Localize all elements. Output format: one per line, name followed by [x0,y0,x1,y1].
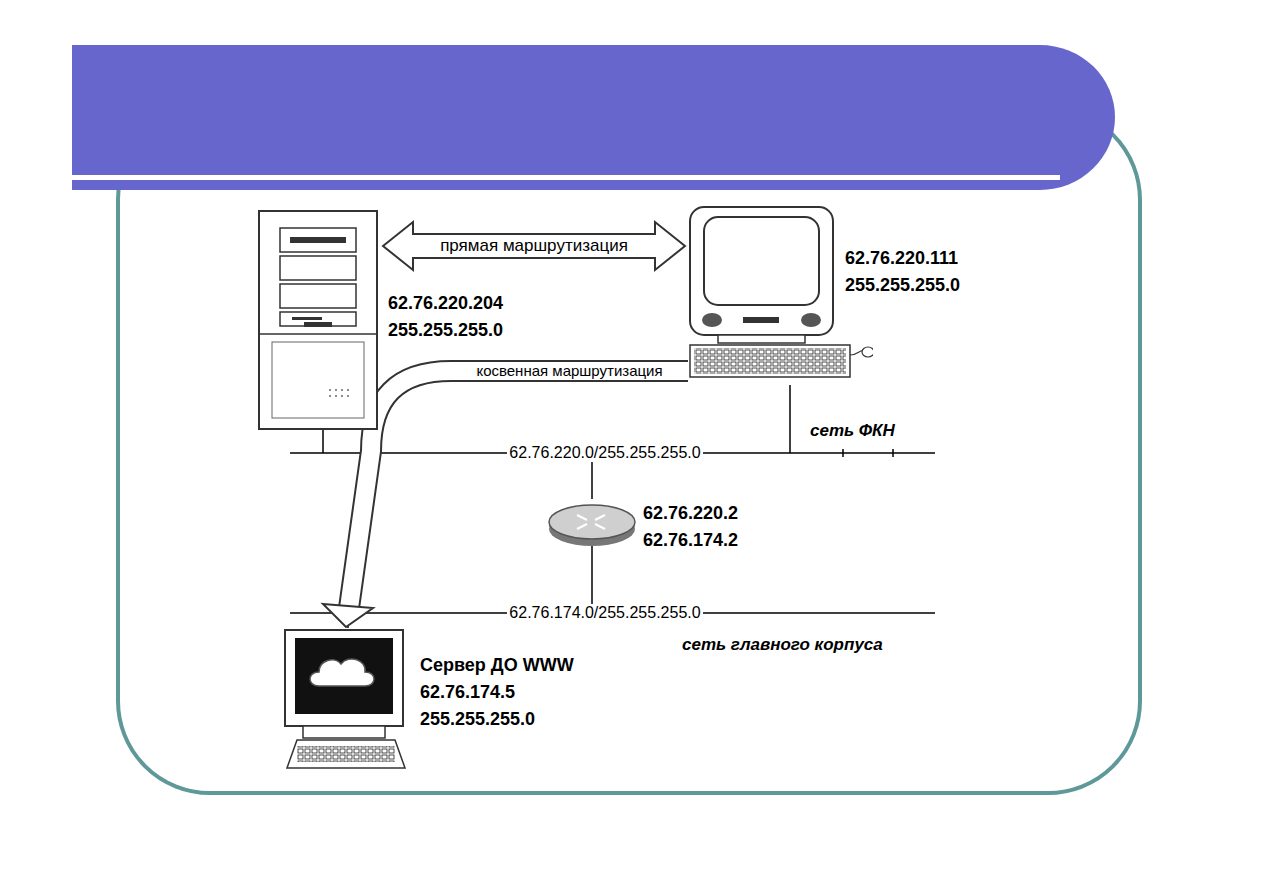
address-text: Сервер ДО WWW [420,652,574,679]
desktop-computer: 62.76.220.111255.255.255.0 [688,205,873,385]
address-text: 255.255.255.0 [845,272,960,299]
header-line [72,175,1060,180]
routing-arrow [383,222,685,270]
network-address: 62.76.174.0/255.255.255.0 [507,604,702,622]
router: 62.76.220.262.76.174.2 [547,498,637,548]
address-text: 62.76.220.2 [643,500,738,527]
network-name: сеть ФКН [808,421,897,441]
network-name: сеть главного корпуса [680,635,885,655]
address-text: 255.255.255.0 [420,706,535,733]
network-wires [290,385,935,628]
edge-label: косвенная маршрутизация [473,362,665,380]
tower-server-icon [258,210,378,430]
bus-ticks [843,449,893,457]
network-address: 62.76.220.0/255.255.255.0 [507,444,702,462]
www-server: Сервер ДО WWW62.76.174.5255.255.255.0 [283,628,408,770]
address-text: 255.255.255.0 [388,317,503,344]
tower-server: 62.76.220.204255.255.255.0 [258,210,378,430]
slide-frame [118,108,1140,793]
address-text: 62.76.220.111 [845,245,958,272]
address-text: 62.76.174.2 [643,527,738,554]
edge-label: прямая маршрутизация [437,237,631,255]
address-text: 62.76.174.5 [420,679,515,706]
router-icon [547,498,637,548]
header-band [72,45,1115,190]
address-text: 62.76.220.204 [388,290,503,317]
www-server-icon [283,628,408,770]
